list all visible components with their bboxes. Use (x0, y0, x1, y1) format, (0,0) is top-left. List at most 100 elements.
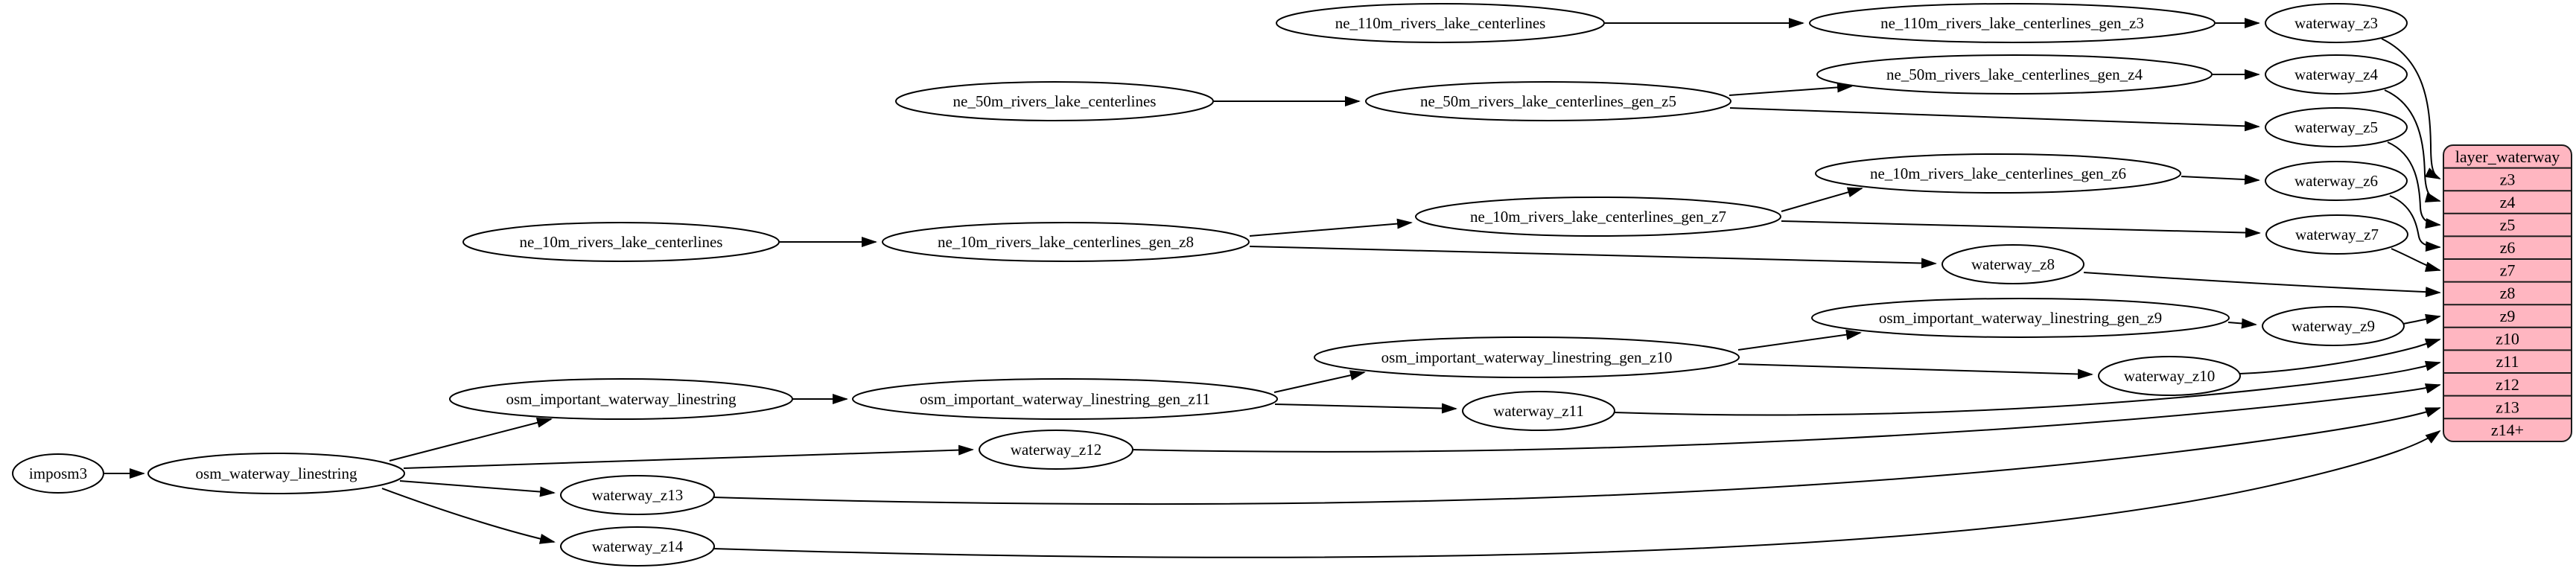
node-osm_important_waterway_linestring_gen_z11: osm_important_waterway_linestring_gen_z1… (852, 378, 1278, 420)
node-label: waterway_z13 (592, 486, 683, 504)
edge-gen_z5--waterway_z5 (1729, 107, 2260, 132)
node-waterway_z9: waterway_z9 (2262, 306, 2405, 346)
node-waterway_z4: waterway_z4 (2265, 54, 2408, 95)
layer-waterway-table: layer_waterway z3 z4 z5 z6 z7 z8 z9 z10 … (2443, 144, 2572, 442)
table-title: layer_waterway (2455, 147, 2560, 166)
table-row-z7: z7 (2500, 261, 2516, 280)
table-row-z13: z13 (2496, 398, 2519, 417)
node-label: osm_important_waterway_linestring_gen_z1… (920, 390, 1210, 408)
edge-gen_z9--waterway_z9 (2227, 318, 2257, 329)
table-row-z3: z3 (2500, 170, 2516, 189)
node-label: ne_50m_rivers_lake_centerlines_gen_z5 (1420, 92, 1676, 110)
node-label: waterway_z11 (1493, 402, 1584, 420)
node-waterway_z13: waterway_z13 (560, 475, 715, 515)
edge-gen_z10--gen_z9 (1737, 329, 1862, 351)
edge-waterway_z6--layer-row-z6 (2389, 195, 2441, 252)
node-waterway_z11: waterway_z11 (1462, 391, 1615, 431)
node-waterway_z10: waterway_z10 (2098, 356, 2241, 396)
node-ne_10m_rivers_lake_centerlines_gen_z6: ne_10m_rivers_lake_centerlines_gen_z6 (1815, 153, 2181, 194)
node-label: osm_important_waterway_linestring (506, 390, 737, 408)
table-row-z6: z6 (2500, 238, 2516, 257)
edge-gen_z7--gen_z6 (1781, 187, 1863, 212)
edge-gen_z8--gen_z7 (1249, 218, 1413, 237)
node-label: ne_50m_rivers_lake_centerlines (953, 92, 1157, 110)
node-label: osm_important_waterway_linestring_gen_z9 (1879, 309, 2162, 327)
node-label: ne_110m_rivers_lake_centerlines_gen_z3 (1880, 14, 2144, 32)
table-row-z4: z4 (2500, 193, 2516, 211)
node-label: ne_50m_rivers_lake_centerlines_gen_z4 (1886, 66, 2143, 83)
node-waterway_z7: waterway_z7 (2265, 214, 2408, 255)
node-imposm3: imposm3 (12, 453, 104, 494)
node-waterway_z3: waterway_z3 (2265, 3, 2408, 43)
node-ne_110m_rivers_lake_centerlines: ne_110m_rivers_lake_centerlines (1276, 3, 1605, 43)
edge-osm_waterway_linestring--waterway_z12 (403, 444, 974, 469)
node-ne_10m_rivers_lake_centerlines: ne_10m_rivers_lake_centerlines (462, 222, 780, 262)
edge-gen_z8--waterway_z8 (1249, 246, 1937, 269)
edge-waterway_z10--layer-row-z10 (2239, 338, 2441, 374)
edge-osm_waterway_linestring--waterway_z13 (399, 480, 556, 497)
nodes-layer: imposm3 osm_waterway_linestring ne_110m_… (12, 3, 2408, 567)
node-label: waterway_z14 (592, 537, 684, 555)
node-label: waterway_z3 (2294, 14, 2378, 32)
table-row-dividers (2443, 167, 2572, 420)
table-row-z8: z8 (2500, 284, 2516, 302)
node-label: ne_10m_rivers_lake_centerlines_gen_z8 (938, 233, 1194, 251)
node-waterway_z14: waterway_z14 (560, 526, 715, 567)
node-label: waterway_z12 (1011, 441, 1101, 459)
node-ne_10m_rivers_lake_centerlines_gen_z7: ne_10m_rivers_lake_centerlines_gen_z7 (1415, 197, 1781, 237)
edge-gen_z5--gen_z4 (1729, 82, 1853, 96)
node-label: ne_10m_rivers_lake_centerlines_gen_z7 (1470, 208, 1726, 226)
edge-gen_z10--waterway_z10 (1737, 363, 2093, 380)
edge-osm_waterway_linestring--osm_important_waterway_linestring (389, 417, 553, 462)
node-label: ne_10m_rivers_lake_centerlines (520, 233, 723, 251)
edge-waterway_z7--layer-row-z7 (2391, 248, 2441, 272)
node-waterway_z8: waterway_z8 (1941, 244, 2084, 284)
node-waterway_z12: waterway_z12 (979, 430, 1133, 470)
node-label: waterway_z8 (1971, 255, 2055, 273)
table-row-z10: z10 (2496, 330, 2519, 348)
node-label: osm_waterway_linestring (196, 465, 357, 482)
node-ne_110m_rivers_lake_centerlines_gen_z3: ne_110m_rivers_lake_centerlines_gen_z3 (1809, 3, 2216, 43)
node-ne_50m_rivers_lake_centerlines: ne_50m_rivers_lake_centerlines (895, 81, 1214, 121)
table-row-z14plus: z14+ (2491, 421, 2524, 439)
table-row-z11: z11 (2496, 352, 2519, 371)
edge-waterway_z14--layer-row-z14plus (713, 430, 2441, 558)
node-ne_50m_rivers_lake_centerlines_gen_z4: ne_50m_rivers_lake_centerlines_gen_z4 (1816, 54, 2213, 95)
node-label: osm_important_waterway_linestring_gen_z1… (1381, 348, 1673, 366)
node-label: waterway_z6 (2294, 172, 2378, 190)
edge-waterway_z9--layer-row-z9 (2402, 313, 2441, 325)
node-osm_important_waterway_linestring: osm_important_waterway_linestring (449, 378, 793, 420)
edge-waterway_z5--layer-row-z5 (2387, 141, 2441, 229)
table-row-z9: z9 (2500, 307, 2516, 325)
table-row-z12: z12 (2496, 375, 2519, 394)
node-ne_50m_rivers_lake_centerlines_gen_z5: ne_50m_rivers_lake_centerlines_gen_z5 (1365, 81, 1731, 121)
edge-waterway_z8--layer-row-z8 (2083, 272, 2441, 298)
node-label: waterway_z5 (2294, 118, 2378, 136)
node-label: waterway_z4 (2294, 66, 2378, 83)
node-osm_important_waterway_linestring_gen_z10: osm_important_waterway_linestring_gen_z1… (1314, 336, 1740, 378)
edge-waterway_z3--layer-row-z3 (2381, 38, 2441, 179)
edge-osm_waterway_linestring--waterway_z14 (381, 488, 556, 544)
edge-gen_z11--waterway_z11 (1274, 403, 1457, 414)
edges-layer (104, 18, 2441, 558)
node-waterway_z6: waterway_z6 (2265, 161, 2408, 201)
edge-waterway_z13--layer-row-z13 (713, 407, 2441, 505)
node-label: ne_10m_rivers_lake_centerlines_gen_z6 (1870, 165, 2126, 182)
table-background (2443, 144, 2572, 442)
node-label: waterway_z10 (2124, 367, 2215, 385)
node-label: waterway_z7 (2295, 226, 2379, 243)
node-waterway_z5: waterway_z5 (2265, 107, 2408, 147)
node-osm_important_waterway_linestring_gen_z9: osm_important_waterway_linestring_gen_z9 (1811, 298, 2230, 338)
table-row-z5: z5 (2500, 216, 2516, 234)
node-osm_waterway_linestring: osm_waterway_linestring (147, 453, 405, 494)
edge-gen_z11--gen_z10 (1273, 370, 1366, 393)
node-ne_10m_rivers_lake_centerlines_gen_z8: ne_10m_rivers_lake_centerlines_gen_z8 (882, 222, 1250, 262)
edge-waterway_z12--layer-row-z12 (1131, 383, 2441, 453)
node-label: ne_110m_rivers_lake_centerlines (1335, 14, 1546, 32)
edge-waterway_z11--layer-row-z11 (1613, 360, 2441, 416)
edge-gen_z7--waterway_z7 (1781, 220, 2261, 238)
node-label: imposm3 (29, 465, 87, 482)
edge-waterway_z4--layer-row-z4 (2384, 89, 2441, 202)
